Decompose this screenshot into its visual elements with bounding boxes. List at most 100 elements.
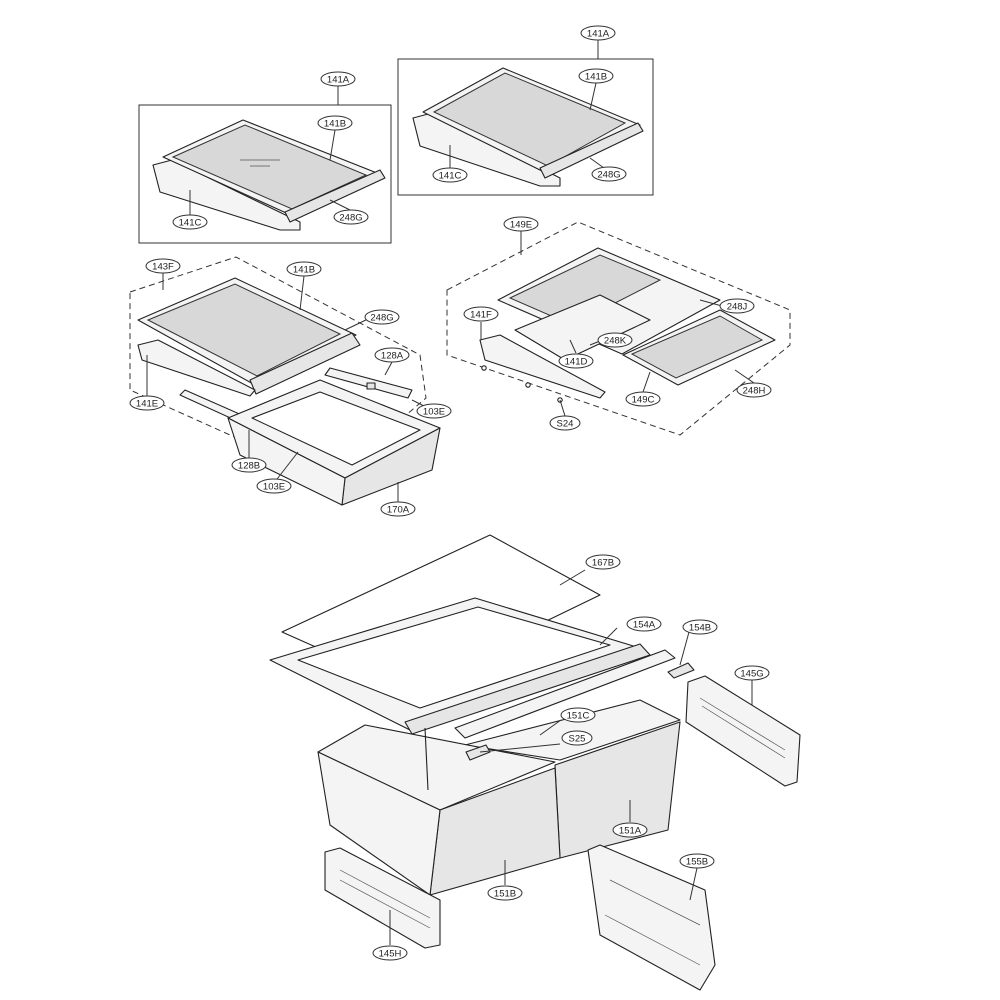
crisper-rail-145g: [685, 675, 801, 787]
label-103e: 103E: [263, 482, 285, 493]
split-shelf-rail-141f: [479, 334, 606, 399]
callout-s25: S25: [561, 730, 593, 746]
callout-141c-left: 141C: [172, 214, 208, 230]
crisper-bracket-155b: [587, 844, 716, 991]
callout-141a-right: 141A: [580, 25, 616, 41]
shelf-glass-141b-143f: [146, 283, 342, 377]
screw-s24-b: [525, 382, 531, 388]
label-149e: 149E: [510, 220, 532, 231]
leader-lines: [146, 40, 755, 945]
label-149c: 149C: [632, 395, 655, 406]
label-248g: 248G: [339, 213, 362, 224]
label-248h: 248H: [743, 386, 766, 397]
label-141a: 141A: [327, 75, 350, 86]
drawer-inner-170a: [251, 391, 421, 466]
label-145g: 145G: [740, 669, 763, 680]
label-143f: 143F: [152, 262, 174, 273]
label-141f: 141F: [470, 310, 492, 321]
shelf-assembly-141a-left: [138, 104, 392, 244]
clip-left-154b: [667, 662, 695, 679]
callout-248g-143f: 248G: [364, 309, 400, 325]
label-170a: 170A: [387, 505, 410, 516]
callout-248j: 248J: [719, 298, 755, 314]
label-141a: 141A: [587, 29, 610, 40]
crisper-rail-145h: [324, 847, 441, 949]
shelf-trim-248g-left: [284, 169, 386, 223]
label-151b: 151B: [494, 889, 516, 900]
split-shelf-assembly-149e: [446, 221, 791, 436]
group-dashed-outline-149e: [446, 221, 791, 436]
callout-155b: 155B: [679, 853, 715, 869]
label-141e: 141E: [136, 399, 158, 410]
label-154a: 154A: [633, 620, 656, 631]
group-box-141a-right: [397, 58, 654, 196]
callout-248g-left: 248G: [333, 209, 369, 225]
crisper-cover-trim-154b: [454, 649, 676, 739]
callout-141c-right: 141C: [432, 167, 468, 183]
shelf-drawer-assembly-143f: [129, 256, 441, 506]
label-141b: 141B: [324, 119, 346, 130]
label-s25: S25: [569, 734, 586, 745]
callout-s24: S24: [549, 415, 581, 431]
callout-167b: 167B: [585, 554, 621, 570]
callout-151a: 151A: [612, 822, 648, 838]
label-128a: 128A: [381, 351, 404, 362]
callout-141d: 141D: [558, 353, 594, 369]
callout-141b-left: 141B: [317, 115, 353, 131]
label-141c: 141C: [439, 171, 462, 182]
label-155b: 155B: [686, 857, 708, 868]
label-103e: 103E: [423, 407, 445, 418]
group-box-141a-left: [138, 104, 392, 244]
label-248j: 248J: [727, 302, 748, 313]
label-154b: 154B: [689, 623, 711, 634]
label-141d: 141D: [565, 357, 588, 368]
label-141b: 141B: [293, 265, 315, 276]
callout-248g-right: 248G: [591, 166, 627, 182]
label-s24: S24: [557, 419, 574, 430]
shelf-glass-141b-right: [432, 72, 627, 167]
split-shelf-rail-141d: [514, 294, 651, 361]
callout-149c: 149C: [625, 391, 661, 407]
callout-248h: 248H: [736, 382, 772, 398]
label-151c: 151C: [567, 711, 590, 722]
crisper-cover-inner: [297, 606, 611, 709]
label-248k: 248K: [604, 336, 627, 347]
screw-s24-a: [481, 365, 487, 371]
callout-170a: 170A: [380, 501, 416, 517]
callout-128a: 128A: [374, 347, 410, 363]
callout-103e-upper: 103E: [416, 403, 452, 419]
callout-151b: 151B: [487, 885, 523, 901]
callout-141b-143f: 141B: [286, 261, 322, 277]
shelf-trim-248g-right: [539, 122, 644, 179]
shelf-assembly-141a-right: [397, 58, 654, 196]
callout-141a-left: 141A: [320, 71, 356, 87]
slide-clip-103e-upper: [366, 382, 376, 390]
callout-151c: 151C: [560, 707, 596, 723]
callout-141f: 141F: [463, 306, 499, 322]
crisper-assembly: [269, 534, 801, 991]
callout-141e: 141E: [129, 395, 165, 411]
callout-103e-lower: 103E: [256, 478, 292, 494]
callout-141b-right: 141B: [578, 68, 614, 84]
callout-154a: 154A: [626, 616, 662, 632]
clip-s25: [465, 744, 491, 761]
callout-128b: 128B: [231, 457, 267, 473]
callout-149e: 149E: [503, 216, 539, 232]
label-151a: 151A: [619, 826, 642, 837]
shelf-rail-141e: [137, 339, 256, 397]
callout-145g: 145G: [734, 665, 770, 681]
callout-154b: 154B: [682, 619, 718, 635]
label-141c: 141C: [179, 218, 202, 229]
drawer-side-170a: [227, 417, 346, 506]
group-dashed-outline-143f: [129, 256, 427, 481]
callout-248k: 248K: [597, 332, 633, 348]
label-248g: 248G: [597, 170, 620, 181]
label-141b: 141B: [585, 72, 607, 83]
callout-143f: 143F: [145, 258, 181, 274]
shelf-glass-141b-left: [171, 124, 368, 210]
label-248g: 248G: [370, 313, 393, 324]
label-128b: 128B: [238, 461, 260, 472]
label-167b: 167B: [592, 558, 614, 569]
split-shelf-glass-248h: [630, 315, 764, 379]
